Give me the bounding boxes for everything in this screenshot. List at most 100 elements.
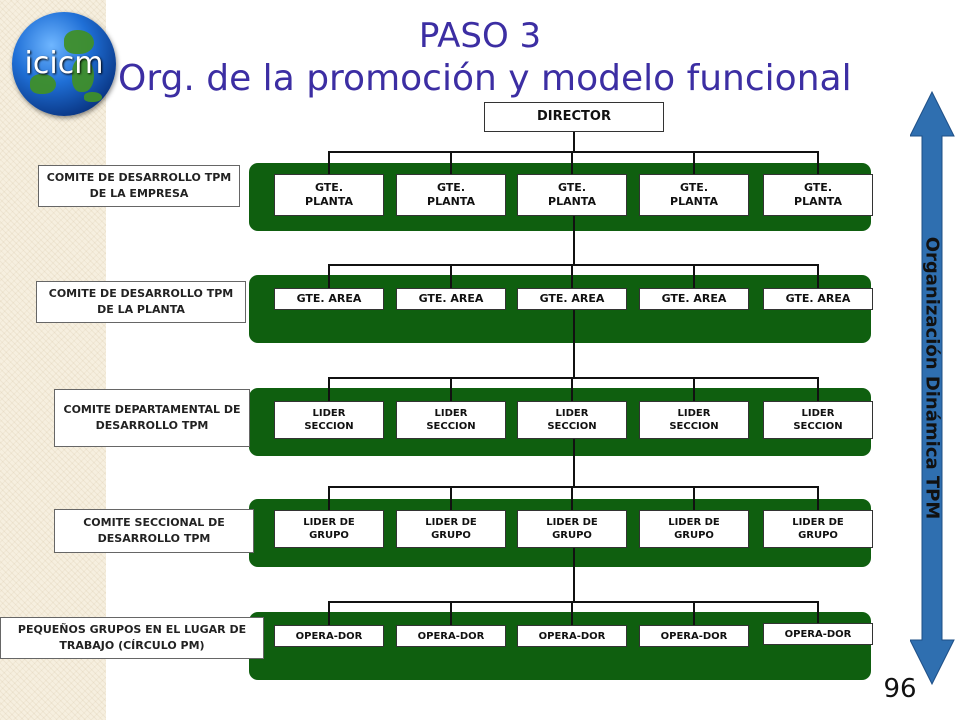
decorative-sidebar [0,0,106,720]
box-label-line2: PLANTA [548,195,596,208]
branch-line [330,264,819,266]
drop-line [571,151,573,174]
box-label-line1: OPERA-DOR [295,630,363,642]
box-label-line1: GTE. AREA [418,292,484,305]
box-label-line1: GTE. AREA [661,292,727,305]
drop-line [571,486,573,510]
director-label: DIRECTOR [537,109,611,124]
box-label-line1: GTE. [679,181,709,194]
box-label-line2: GRUPO [309,530,349,541]
committee-text: COMITE DEPARTAMENTAL DE DESARROLLO TPM [63,403,241,432]
box-label-line1: OPERA-DOR [538,630,606,642]
org-box-level-4: LIDER DE GRUPO [517,510,627,548]
box-label-line1: GTE. AREA [539,292,605,305]
committee-label: COMITE DEPARTAMENTAL DE DESARROLLO TPM [54,389,250,447]
page-number: 96 [883,674,917,704]
drop-line [450,377,452,401]
committee-label: COMITE SECCIONAL DE DESARROLLO TPM [54,509,254,553]
box-label-line1: LIDER [555,408,589,419]
drop-line [328,486,330,510]
org-box-level-2: GTE. AREA [763,288,873,310]
icicm-globe-logo: icicm [12,12,116,116]
drop-line [328,601,330,625]
org-box-level-2: GTE. AREA [639,288,749,310]
org-box-level-5: OPERA-DOR [396,625,506,647]
drop-line [450,601,452,625]
box-label-line2: SECCION [304,421,354,432]
drop-line [571,601,573,625]
page-title: Org. de la promoción y modelo funcional [118,58,852,99]
box-label-line2: GRUPO [552,530,592,541]
step-title: PASO 3 [418,16,542,56]
box-label-line2: GRUPO [798,530,838,541]
committee-text: COMITE DE DESARROLLO TPM DE LA EMPRESA [46,171,232,200]
committee-text: COMITE DE DESARROLLO TPM DE LA PLANTA [48,287,234,316]
drop-line [571,264,573,288]
box-label-line1: GTE. [803,181,833,194]
org-box-level-2: GTE. AREA [274,288,384,310]
branch-line [330,601,819,603]
director-box: DIRECTOR [484,102,664,132]
box-label-line1: OPERA-DOR [784,628,852,640]
org-box-level-1: GTE.PLANTA [639,174,749,216]
side-label: Organización Dinámica TPM [921,236,943,520]
trunk-line [573,310,575,377]
drop-line [693,601,695,625]
drop-line [817,486,819,510]
committee-label: PEQUEÑOS GRUPOS EN EL LUGAR DE TRABAJO (… [0,617,264,659]
committee-label: COMITE DE DESARROLLO TPM DE LA PLANTA [36,281,246,323]
drop-line [693,486,695,510]
org-box-level-1: GTE.PLANTA [274,174,384,216]
box-label-line1: GTE. [557,181,587,194]
box-label-line2: PLANTA [794,195,842,208]
drop-line [693,264,695,288]
org-box-level-4: LIDER DE GRUPO [396,510,506,548]
drop-line [571,377,573,401]
org-box-level-1: GTE.PLANTA [763,174,873,216]
org-box-level-1: GTE.PLANTA [517,174,627,216]
box-label-line1: LIDER [801,408,835,419]
box-label-line2: GRUPO [431,530,471,541]
org-box-level-3: LIDER SECCION [639,401,749,439]
logo-text: icicm [24,46,104,81]
org-box-level-1: GTE.PLANTA [396,174,506,216]
box-label-line2: GRUPO [674,530,714,541]
vertical-double-arrow [909,90,958,686]
org-box-level-4: LIDER DE GRUPO [639,510,749,548]
box-label-line1: OPERA-DOR [660,630,728,642]
trunk-line [573,216,575,264]
branch-line [330,377,819,379]
drop-line [817,377,819,401]
drop-line [817,151,819,174]
drop-line [450,151,452,174]
box-label-line1: OPERA-DOR [417,630,485,642]
trunk-line [573,132,575,152]
org-box-level-5: OPERA-DOR [517,625,627,647]
org-box-level-5: OPERA-DOR [763,623,873,645]
branch-line [330,151,819,153]
org-box-level-2: GTE. AREA [517,288,627,310]
box-label-line1: LIDER [677,408,711,419]
drop-line [693,377,695,401]
box-label-line2: PLANTA [427,195,475,208]
trunk-line [573,548,575,601]
drop-line [450,486,452,510]
box-label-line1: LIDER [434,408,468,419]
drop-line [817,601,819,625]
box-label-line1: GTE. [314,181,344,194]
box-label-line1: LIDER DE [546,517,598,528]
box-label-line1: LIDER DE [425,517,477,528]
box-label-line1: LIDER DE [668,517,720,528]
box-label-line2: SECCION [669,421,719,432]
box-label-line2: PLANTA [305,195,353,208]
drop-line [817,264,819,288]
box-label-line2: SECCION [793,421,843,432]
box-label-line2: PLANTA [670,195,718,208]
committee-label: COMITE DE DESARROLLO TPM DE LA EMPRESA [38,165,240,207]
org-box-level-5: OPERA-DOR [274,625,384,647]
